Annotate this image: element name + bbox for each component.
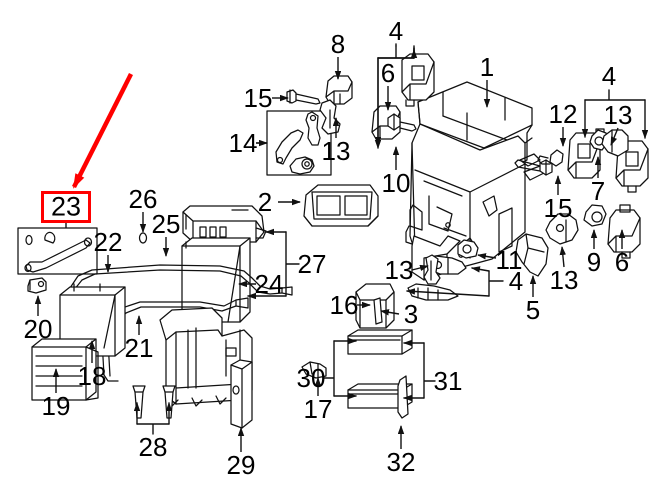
highlighted-callout-box-23[interactable] bbox=[41, 191, 91, 223]
callout-number-28: 28 bbox=[138, 432, 168, 462]
callout-number-5: 5 bbox=[525, 295, 541, 325]
highlighted-callout-number: 23 bbox=[50, 191, 82, 222]
callout-number-31: 31 bbox=[433, 366, 463, 396]
callout-number-32: 32 bbox=[386, 447, 416, 477]
callout-number-10: 10 bbox=[381, 168, 411, 198]
callout-number-4: 4 bbox=[508, 266, 524, 296]
part-11-grommet bbox=[457, 239, 479, 259]
leader-line-3 bbox=[380, 309, 400, 316]
part-15-sensor-upper bbox=[286, 89, 321, 105]
callout-number-9: 9 bbox=[586, 247, 602, 277]
callout-number-4: 4 bbox=[601, 61, 617, 91]
callout-number-18: 18 bbox=[77, 361, 107, 391]
callout-number-13: 13 bbox=[603, 100, 633, 130]
callout-number-12: 12 bbox=[548, 99, 578, 129]
part-3-edge-seal bbox=[373, 297, 383, 325]
callout-number-20: 20 bbox=[23, 314, 53, 344]
callout-number-17: 17 bbox=[303, 394, 333, 424]
part-17-clip bbox=[301, 361, 327, 379]
callout-number-1: 1 bbox=[479, 52, 495, 82]
callout-number-15: 15 bbox=[243, 83, 273, 113]
callout-number-19: 19 bbox=[41, 391, 71, 421]
part-4-module-top bbox=[401, 53, 435, 107]
part-23-hose-assembly bbox=[17, 227, 98, 275]
callout-number-30: 30 bbox=[296, 363, 326, 393]
callout-number-21: 21 bbox=[124, 333, 154, 363]
callout-number-16: 16 bbox=[329, 290, 359, 320]
part-13-stud-lower bbox=[423, 254, 441, 285]
callout-number-29: 29 bbox=[226, 450, 256, 480]
callout-number-15: 15 bbox=[543, 193, 573, 223]
callout-number-6: 6 bbox=[614, 247, 630, 277]
callout-number-13: 13 bbox=[321, 136, 351, 166]
callout-number-24: 24 bbox=[254, 269, 284, 299]
callout-number-2: 2 bbox=[257, 187, 273, 217]
part-10-stud bbox=[387, 113, 417, 132]
callout-number-3: 3 bbox=[403, 299, 419, 329]
callout-number-4: 4 bbox=[388, 16, 404, 46]
callout-number-8: 8 bbox=[330, 29, 346, 59]
part-26-grommet bbox=[138, 232, 148, 244]
part-9-grommet bbox=[583, 204, 607, 227]
callout-number-14: 14 bbox=[228, 128, 258, 158]
leader-line-13 bbox=[610, 127, 619, 146]
callout-number-27: 27 bbox=[297, 249, 327, 279]
callout-number-26: 26 bbox=[128, 184, 158, 214]
part-5-bracket bbox=[515, 233, 549, 277]
part-25-control-module bbox=[182, 205, 267, 243]
part-13-lever-lower-right bbox=[545, 213, 579, 245]
part-1-hvac-housing bbox=[405, 81, 547, 281]
leader-line-11 bbox=[477, 253, 497, 260]
callout-number-25: 25 bbox=[151, 209, 181, 239]
part-8-actuator bbox=[325, 75, 353, 105]
part-14-lever-kit bbox=[266, 110, 332, 176]
part-12-clip bbox=[537, 149, 564, 167]
callout-number-7: 7 bbox=[590, 176, 606, 206]
callout-number-11: 11 bbox=[495, 245, 523, 275]
leader-line-13 bbox=[411, 264, 429, 272]
callout-number-13: 13 bbox=[384, 255, 414, 285]
callout-number-22: 22 bbox=[93, 227, 123, 257]
callout-number-13: 13 bbox=[549, 265, 579, 295]
leader-line-13 bbox=[559, 246, 566, 268]
red-highlight-arrow bbox=[71, 72, 134, 189]
part-19-core-element bbox=[31, 338, 99, 401]
part-29-duct-cover bbox=[230, 359, 253, 429]
part-30-31-filters bbox=[347, 329, 413, 419]
part-20-clip-sensor bbox=[27, 277, 47, 294]
callout-number-6: 6 bbox=[380, 58, 396, 88]
part-2-vent-register bbox=[303, 184, 379, 227]
